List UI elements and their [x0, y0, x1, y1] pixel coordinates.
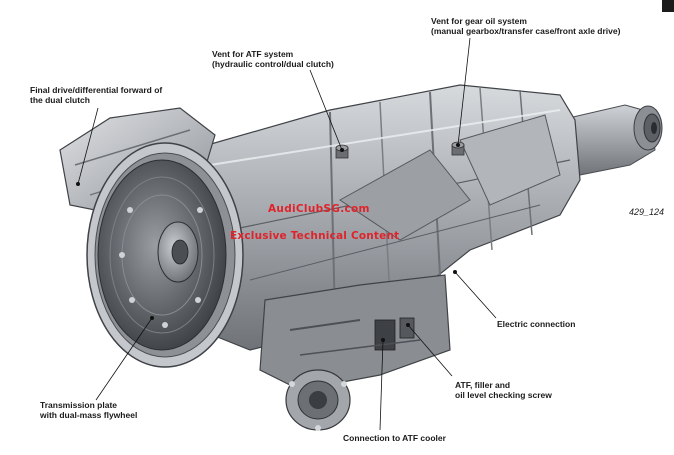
atf-cooler-flange: [285, 369, 351, 431]
leader-electric-connection: [454, 271, 497, 319]
label-final-drive-line2: the dual clutch: [30, 95, 90, 105]
label-atf-vent-detail: (hydraulic control/dual clutch): [212, 59, 334, 69]
leader-atf-vent: [309, 69, 343, 151]
leader-gear-oil-vent: [457, 37, 471, 146]
label-electric-connection-text: Electric connection: [497, 319, 576, 329]
label-gear-oil-vent-title: Vent for gear oil system: [431, 16, 527, 26]
valve-body-area: [259, 274, 451, 391]
leader-final-drive: [77, 107, 99, 185]
leader-dot-final-drive: [76, 181, 81, 186]
label-atf-filler: ATF, filler and oil level checking screw: [455, 380, 552, 400]
gearbox-housing: [189, 84, 581, 351]
leader-lines: [76, 37, 497, 431]
figure-number: 429_124: [629, 207, 665, 217]
leader-dot-atf-vent: [339, 147, 344, 152]
leader-transmission-plate: [95, 317, 153, 401]
leader-dot-transmission-plate: [149, 315, 154, 320]
label-atf-vent-title: Vent for ATF system: [212, 49, 294, 59]
leader-dot-electric-connection: [452, 269, 457, 274]
leader-atf-cooler: [379, 339, 384, 431]
label-transmission-plate-line2: with dual-mass flywheel: [40, 410, 138, 420]
label-final-drive: Final drive/differential forward of the …: [30, 85, 162, 105]
rear-output-shaft: [559, 104, 663, 179]
label-gear-oil-vent: Vent for gear oil system (manual gearbox…: [431, 16, 620, 36]
leader-dot-gear-oil-vent: [455, 142, 460, 147]
label-transmission-plate-line1: Transmission plate: [40, 400, 117, 410]
label-electric-connection: Electric connection: [497, 319, 575, 329]
label-atf-cooler-text: Connection to ATF cooler: [343, 433, 446, 443]
transmission-plate: [97, 159, 227, 351]
corner-mark: [662, 0, 674, 12]
label-atf-filler-line1: ATF, filler and: [455, 380, 511, 390]
leader-atf-filler: [407, 324, 453, 377]
leader-dot-atf-cooler: [380, 337, 385, 342]
label-final-drive-line1: Final drive/differential forward of: [30, 85, 163, 95]
label-transmission-plate: Transmission plate with dual-mass flywhe…: [40, 400, 137, 420]
label-gear-oil-vent-detail: (manual gearbox/transfer case/front axle…: [431, 26, 621, 36]
leader-dot-atf-filler: [405, 322, 410, 327]
watermark-site: AudiClubSG.com: [268, 203, 370, 215]
label-atf-vent: Vent for ATF system (hydraulic control/d…: [212, 49, 334, 69]
label-atf-cooler: Connection to ATF cooler: [343, 433, 446, 443]
watermark-note: Exclusive Technical Content: [230, 230, 400, 242]
label-atf-filler-line2: oil level checking screw: [455, 390, 552, 400]
